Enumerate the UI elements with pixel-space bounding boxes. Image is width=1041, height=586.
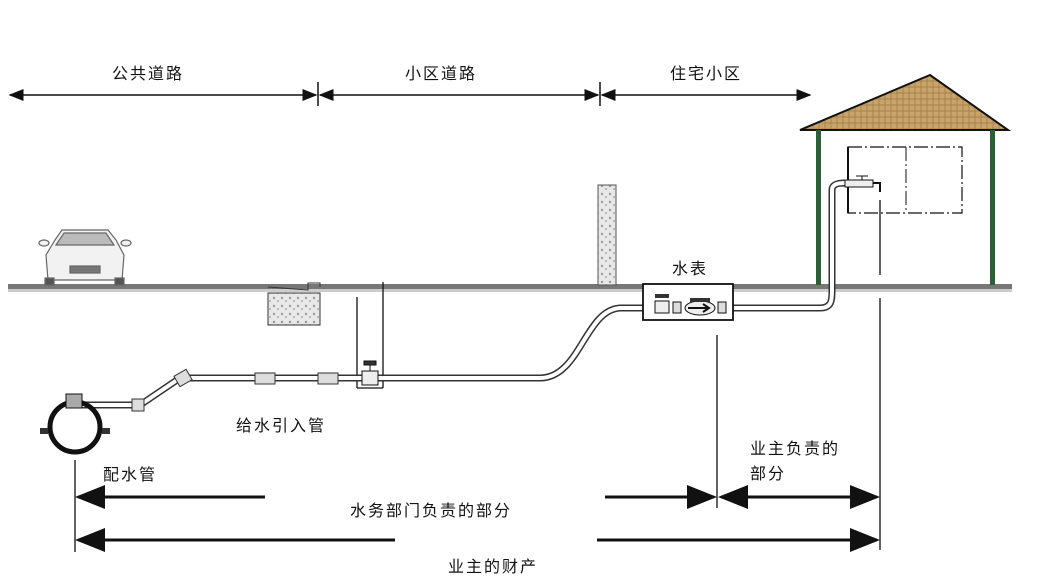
gate-valve-icon bbox=[361, 360, 379, 386]
service-pipe-label: 给水引入管 bbox=[236, 416, 327, 435]
distribution-pipe-label: 配水管 bbox=[103, 465, 158, 484]
zone-label-community-road: 小区道路 bbox=[405, 64, 478, 83]
water-meter-label: 水表 bbox=[672, 259, 709, 278]
car-icon bbox=[38, 229, 132, 286]
curb bbox=[267, 282, 321, 291]
zone-dimension-arrows bbox=[8, 82, 812, 106]
faucet-icon bbox=[844, 175, 881, 192]
owner-property-label: 业主的财产 bbox=[448, 557, 539, 576]
water-meter-box bbox=[642, 283, 734, 321]
gravel-bed bbox=[267, 292, 321, 326]
responsibility-arrows bbox=[75, 485, 880, 552]
owner-responsible-label-2: 部分 bbox=[750, 464, 787, 483]
service-pipe bbox=[78, 179, 849, 409]
pipe-couplings bbox=[131, 368, 339, 412]
distribution-main-icon bbox=[40, 393, 110, 455]
zone-label-residential-area: 住宅小区 bbox=[670, 64, 743, 83]
boundary-wall bbox=[597, 184, 617, 286]
zone-label-public-road: 公共道路 bbox=[112, 64, 185, 83]
valve-pit bbox=[356, 282, 384, 389]
ground-line bbox=[8, 284, 1012, 289]
owner-responsible-label-1: 业主负责的 bbox=[750, 439, 841, 458]
utility-responsible-label: 水务部门负责的部分 bbox=[350, 501, 513, 520]
